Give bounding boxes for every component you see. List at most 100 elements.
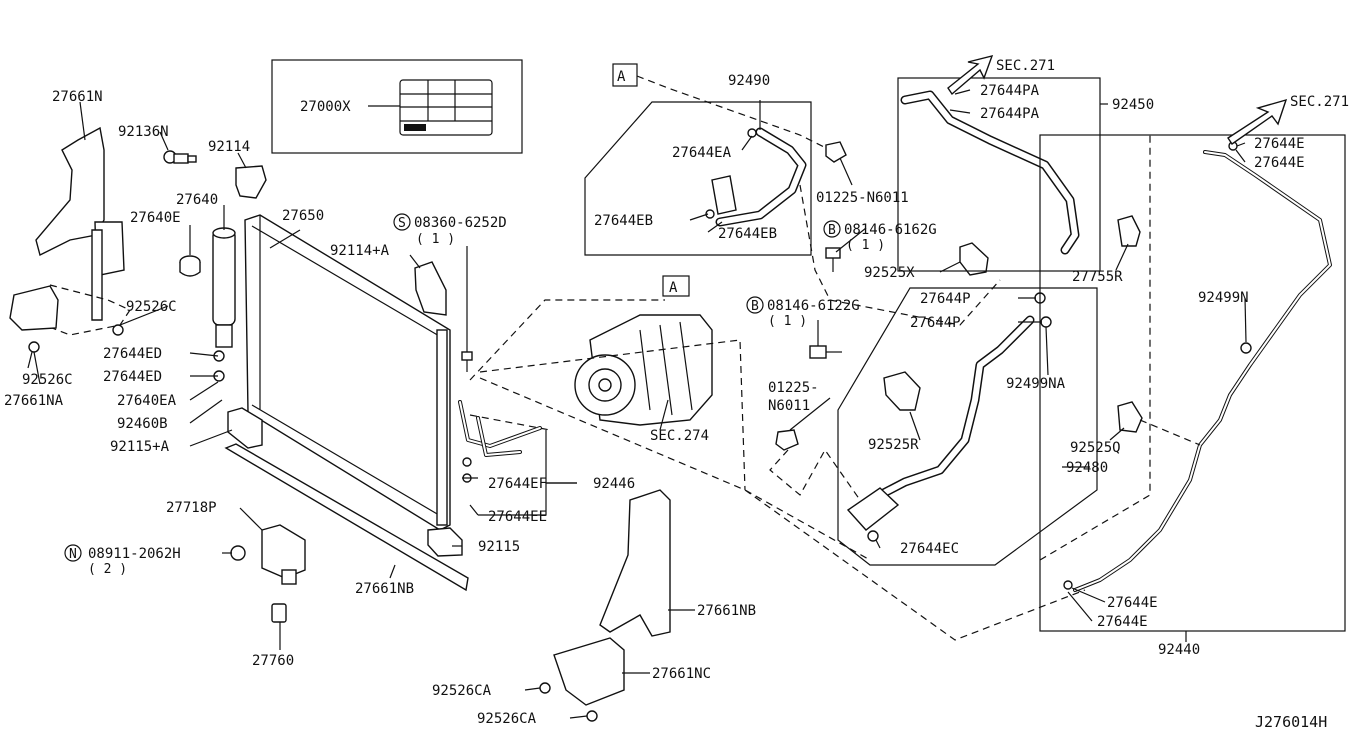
- condenser-27650: [244, 214, 451, 531]
- clip-27755R: [1117, 215, 1141, 247]
- label-27640EA: 27640EA: [117, 393, 177, 409]
- label-sec274: SEC.274: [650, 428, 709, 444]
- mount-92114A: [414, 261, 447, 316]
- hose-92490: [705, 127, 807, 227]
- label-08146-6122G: 08146-6122G: [767, 298, 860, 314]
- bracket-27661NC: [553, 637, 625, 706]
- label-27760: 27760: [252, 653, 294, 669]
- circle-b-icon: [823, 220, 841, 238]
- label-27644EF: 27644EF: [488, 476, 547, 492]
- clip-92525Q: [1117, 401, 1143, 433]
- box-92490: [584, 101, 812, 256]
- bracket-27661NB: [599, 489, 671, 637]
- label-08360: 08360-6252D: [414, 215, 507, 231]
- clip-92526CA-upper: [539, 682, 551, 694]
- bolt-08146-6162G: [825, 247, 841, 272]
- label-27644E-4: 27644E: [1097, 614, 1148, 630]
- hose-92450: [900, 90, 1080, 255]
- label-sec271-b: SEC.271: [1290, 94, 1349, 110]
- label-92460B: 92460B: [117, 416, 168, 432]
- circle-n-icon: [64, 544, 82, 562]
- label-92490: 92490: [728, 73, 770, 89]
- label-27644E-3: 27644E: [1107, 595, 1158, 611]
- label-08911: 08911-2062H: [88, 546, 181, 562]
- circle-b-text: B: [828, 223, 836, 238]
- bolt-08360: [461, 351, 473, 372]
- label-92446: 92446: [593, 476, 635, 492]
- label-92450: 92450: [1112, 97, 1154, 113]
- label-sec271-a: SEC.271: [996, 58, 1055, 74]
- label-01225-upper: 01225-N6011: [816, 190, 909, 206]
- box-92440: [1039, 134, 1346, 632]
- label-92526CA-1: 92526CA: [432, 683, 492, 699]
- label-92440: 92440: [1158, 642, 1200, 658]
- label-27755R: 27755R: [1072, 269, 1123, 285]
- circle-b-icon-2: [746, 296, 764, 314]
- label-92499N: 92499N: [1198, 290, 1249, 306]
- leader-lines: [27, 89, 1247, 719]
- label-92499NA: 92499NA: [1006, 376, 1066, 392]
- box-92450: [897, 77, 1101, 272]
- ref-box-a-lower: [662, 275, 690, 297]
- label-27000X: 27000X: [300, 99, 351, 115]
- arrow-sec271-b: [1227, 98, 1288, 145]
- label-08911-qty: ( 2 ): [88, 562, 127, 577]
- label-92525X: 92525X: [864, 265, 915, 281]
- ref-a-lower-text: A: [669, 280, 678, 296]
- label-box-frame: [271, 59, 523, 154]
- bracket-27661NA: [9, 285, 59, 331]
- label-27650: 27650: [282, 208, 324, 224]
- receiver-drier-27640: [212, 227, 236, 382]
- bolt-08146-6122G: [809, 345, 842, 359]
- label-08146-6162G: 08146-6162G: [844, 222, 937, 238]
- label-01225-lower-1: 01225-: [768, 380, 819, 396]
- label-92525Q: 92525Q: [1070, 440, 1121, 456]
- box-92480: [837, 287, 1098, 566]
- nut-01225-upper: [825, 141, 847, 163]
- label-27661NB-2: 27661NB: [697, 603, 756, 619]
- label-27644ED-2: 27644ED: [103, 369, 162, 385]
- label-27644E-2: 27644E: [1254, 155, 1305, 171]
- bracket-92525R: [883, 371, 921, 411]
- label-27718P: 27718P: [166, 500, 217, 516]
- label-27644EA: 27644EA: [672, 145, 732, 161]
- warning-label-icon: [399, 79, 493, 136]
- clip-92526CA-lower: [586, 710, 598, 722]
- label-27644EE: 27644EE: [488, 509, 547, 525]
- label-27644EC: 27644EC: [900, 541, 959, 557]
- label-27640: 27640: [176, 192, 218, 208]
- circle-s-text: S: [398, 216, 406, 231]
- hose-92480: [846, 292, 1052, 542]
- arrow-sec271-a: [947, 55, 994, 96]
- bracket-92525X: [959, 242, 989, 276]
- label-27644PA-2: 27644PA: [980, 106, 1040, 122]
- label-27661N: 27661N: [52, 89, 103, 105]
- label-27644P-1: 27644P: [920, 291, 971, 307]
- label-27644EB-1: 27644EB: [594, 213, 653, 229]
- label-27661NC: 27661NC: [652, 666, 711, 682]
- label-27640E: 27640E: [130, 210, 181, 226]
- label-08146-6162G-qty: ( 1 ): [846, 238, 885, 253]
- ref-box-a-upper: [612, 63, 638, 87]
- label-27644P-2: 27644P: [910, 315, 961, 331]
- grommet-27640E: [179, 255, 201, 277]
- label-92114A: 92114+A: [330, 243, 390, 259]
- label-92526CA-2: 92526CA: [477, 711, 537, 727]
- label-08146-6122G-qty: ( 1 ): [768, 314, 807, 329]
- label-92526C-2: 92526C: [22, 372, 73, 388]
- figure-id: J276014H: [1255, 713, 1327, 731]
- ref-a-upper-text: A: [617, 69, 626, 85]
- label-27644ED-1: 27644ED: [103, 346, 162, 362]
- seal-27661NB: [224, 443, 469, 592]
- circle-n-text: N: [69, 547, 77, 562]
- part-labels: A A S B B N 27661N 92136N 92114 27640 27…: [4, 58, 1349, 731]
- label-27644EB-2: 27644EB: [718, 226, 777, 242]
- connector-27760: [271, 603, 287, 623]
- bracket-27661N: [35, 126, 125, 321]
- label-92114: 92114: [208, 139, 250, 155]
- clip-92526C-upper: [112, 324, 124, 336]
- pipe-92446: [458, 400, 542, 483]
- label-92525R: 92525R: [868, 437, 919, 453]
- label-92136N: 92136N: [118, 124, 169, 140]
